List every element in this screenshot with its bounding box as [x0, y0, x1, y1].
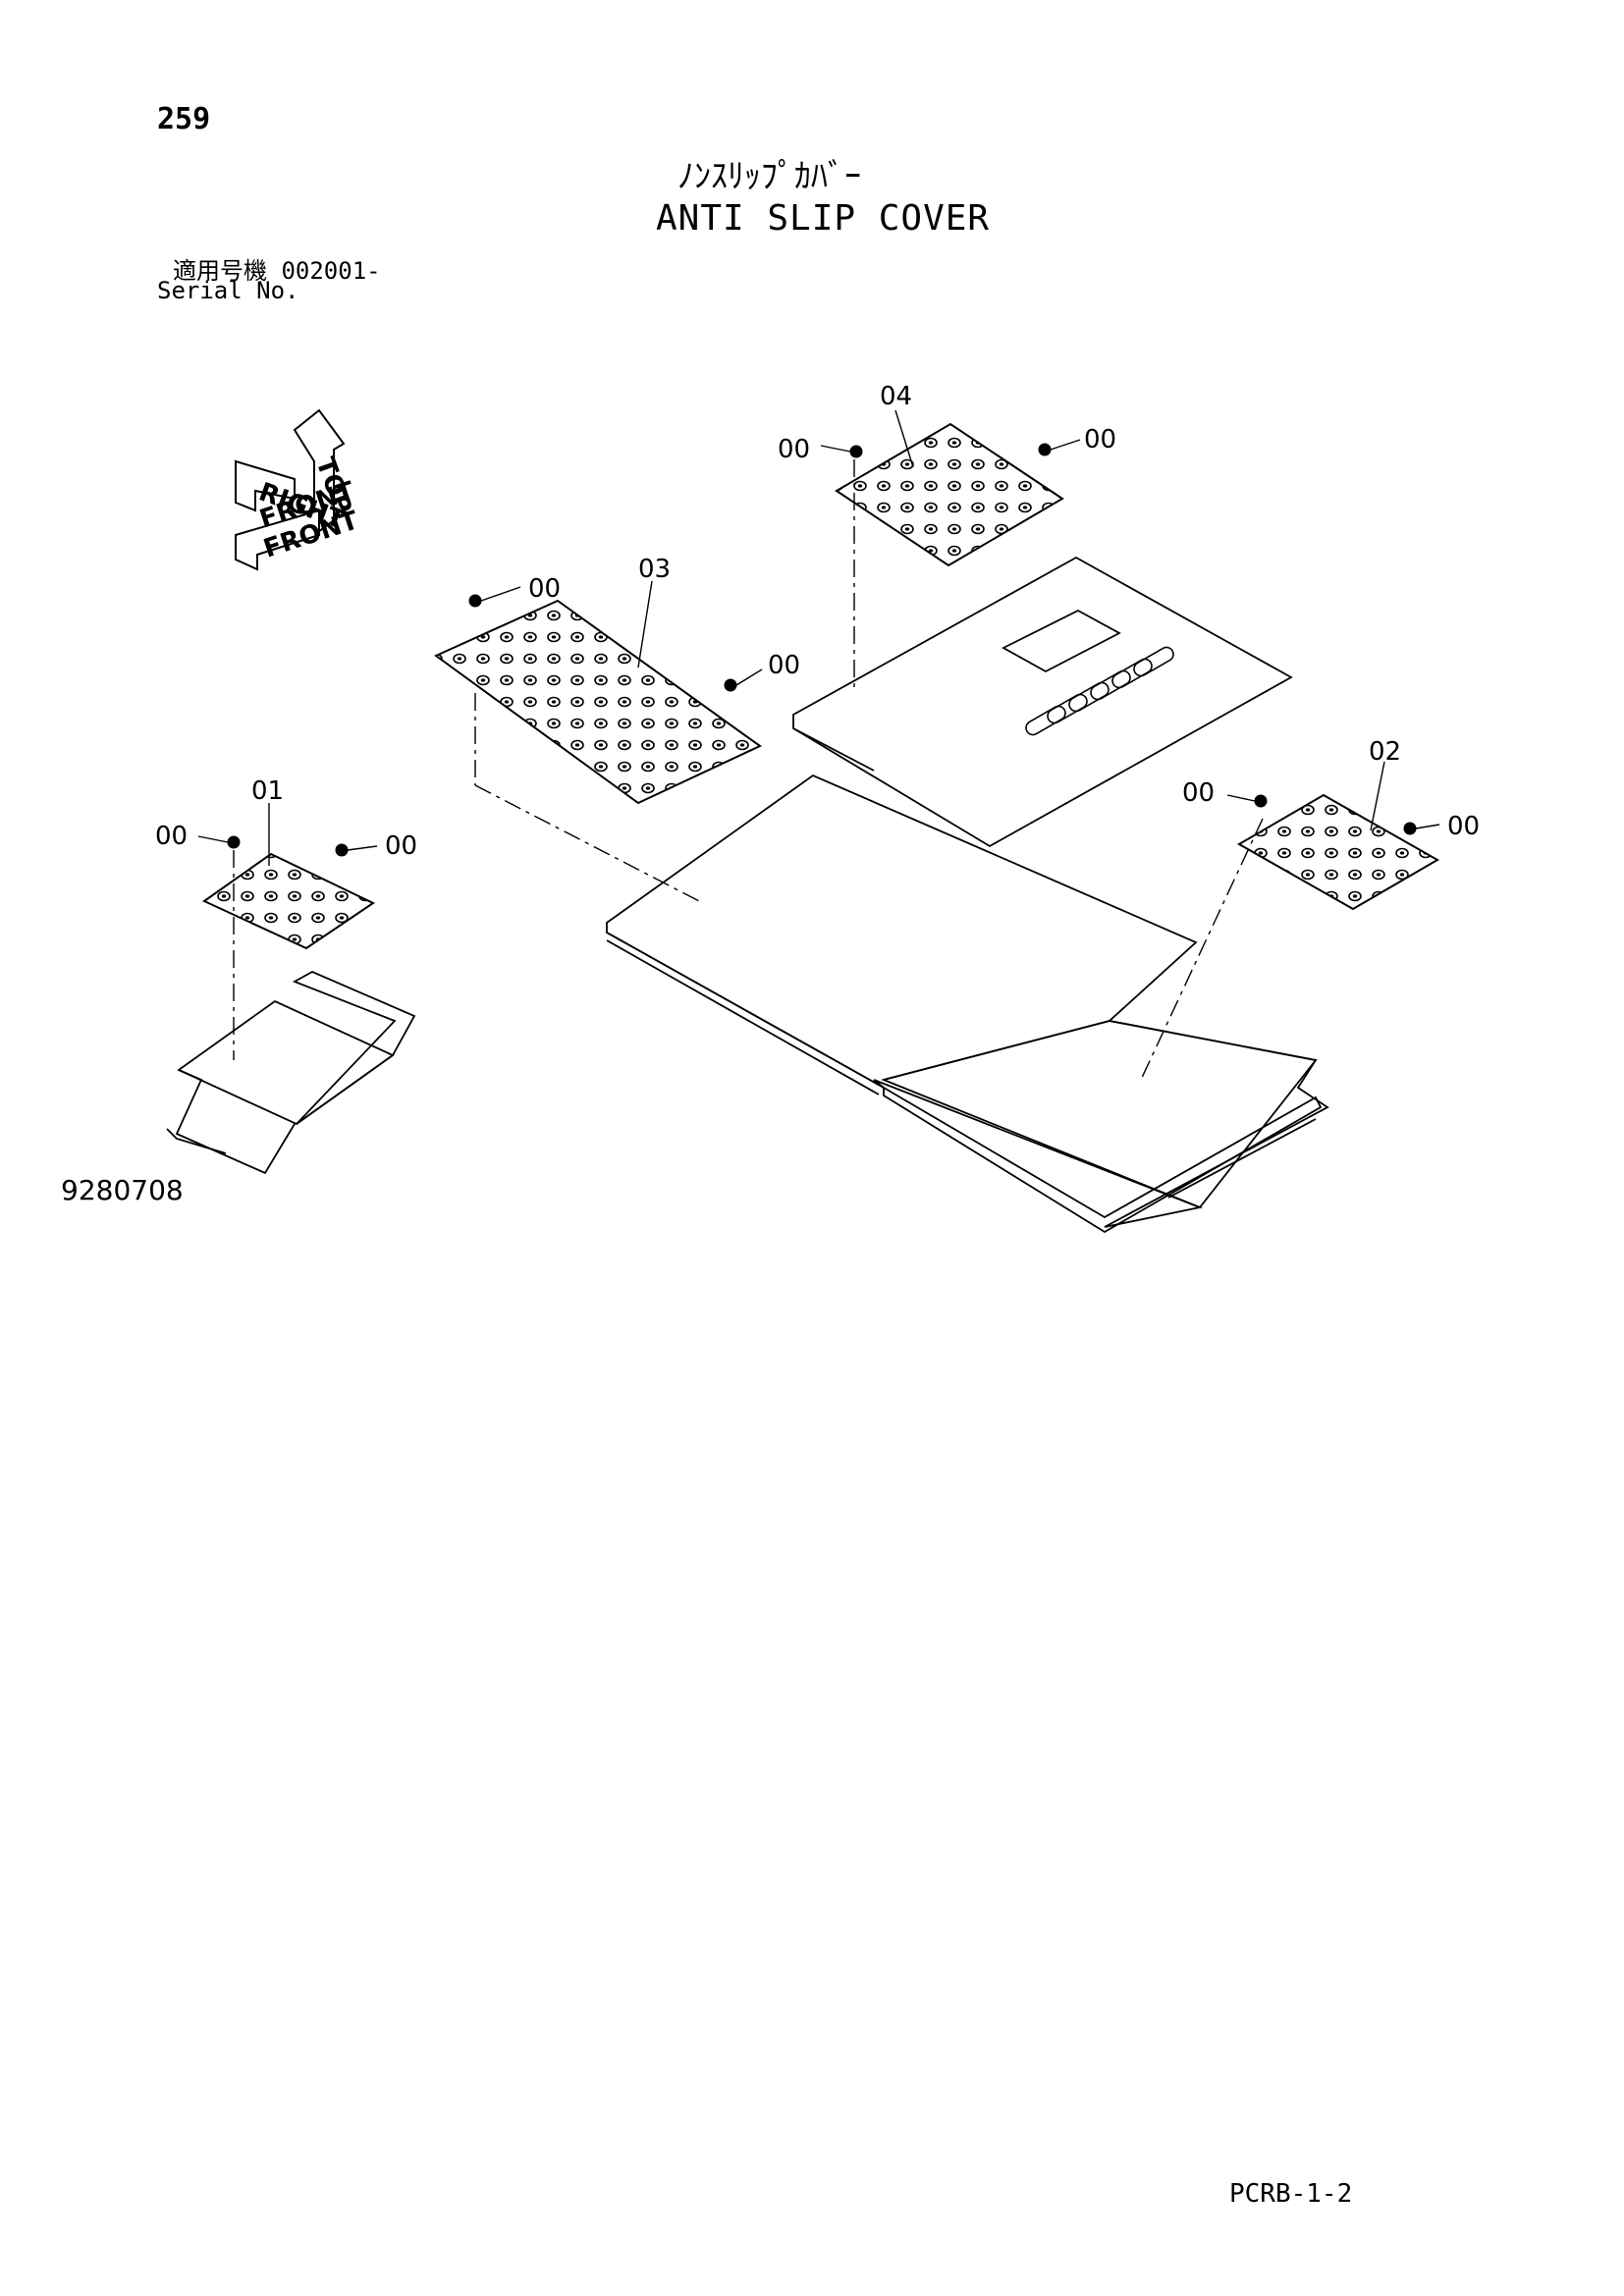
orientation-arrows-icon: RIGHT TOP FRONT FRONT: [235, 408, 362, 571]
page-title-japanese: ﾉﾝｽﾘｯﾌﾟｶﾊﾞｰ: [677, 157, 861, 196]
callout-bolt-03-left: 00: [528, 574, 561, 604]
callout-bolt-01-right: 00: [385, 831, 417, 861]
callout-part-01: 01: [251, 776, 284, 806]
callout-bolt-01-left: 00: [155, 822, 188, 851]
bolt-icons: [227, 443, 1417, 857]
callout-leader-lines: [197, 409, 1440, 866]
page-title: ANTI SLIP COVER: [656, 198, 991, 239]
callout-bolt-02-right: 00: [1447, 812, 1480, 841]
callout-part-02: 02: [1369, 737, 1401, 767]
upper-cover-plate: [792, 556, 1293, 848]
left-mounting-bracket: [166, 970, 416, 1175]
anti-slip-mat-01: [202, 852, 376, 950]
callout-part-04: 04: [880, 382, 912, 411]
page-number: 259: [157, 102, 211, 136]
anti-slip-mat-02: [1236, 793, 1440, 911]
drawing-number: 9280708: [61, 1174, 184, 1206]
rear-floor-plate: [881, 1020, 1329, 1234]
serial-applicability-line: 適用号機 002001-: [173, 257, 381, 285]
callout-bolt-04-right: 00: [1084, 425, 1116, 454]
anti-slip-mat-03: [434, 599, 762, 805]
serial-number-label: Serial No.: [157, 277, 299, 304]
callout-part-03: 03: [638, 555, 671, 584]
anti-slip-mat-04: [835, 422, 1064, 567]
sheet-code: PCRB-1-2: [1229, 2179, 1353, 2209]
callout-bolt-04-left: 00: [778, 435, 810, 464]
assembly-guide-lines: [233, 459, 1264, 1081]
callout-bolt-03-right: 00: [768, 651, 800, 680]
callout-bolt-02-left: 00: [1182, 778, 1215, 808]
